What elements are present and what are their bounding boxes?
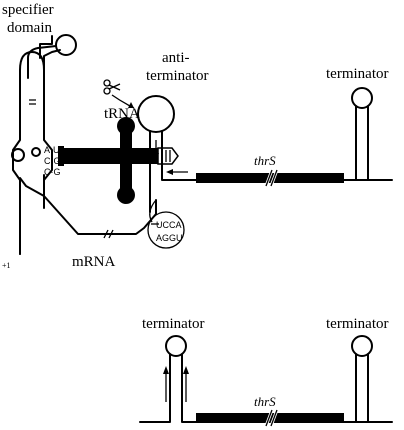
- trna-top-loop: [117, 117, 135, 135]
- terminator-bottom-right-stem: [355, 353, 369, 423]
- codon-pair-3: C·G: [44, 167, 61, 177]
- thrs-label-top: thrS: [254, 153, 276, 168]
- mrna-backbone: [19, 174, 157, 255]
- specifier-bulge-left: [11, 148, 25, 162]
- specifier-domain-label-2: domain: [7, 20, 52, 36]
- ucca-top-label: UCCA: [156, 220, 182, 230]
- terminator-top-stem: [355, 105, 369, 181]
- arrow-icon-left: [166, 169, 173, 175]
- terminator-bottom-right-loop: [351, 335, 373, 357]
- terminator-bottom-left-stem: [139, 353, 393, 423]
- specifier-top-loop: [55, 34, 77, 56]
- antiterminator-label-2: terminator: [146, 68, 208, 84]
- plus-one-label: +1: [2, 261, 11, 270]
- codon-pair-2: C·G: [44, 156, 61, 166]
- terminator-top-loop: [351, 87, 373, 109]
- trna-label: tRNA: [104, 106, 140, 122]
- scissors-icon: [103, 79, 121, 95]
- ucca-callout-circle: [147, 211, 185, 249]
- ucca-callout-arrow: [149, 199, 157, 223]
- trna-anticodon-end: [58, 146, 64, 166]
- trna-vertical-arm: [120, 122, 132, 194]
- terminator-label-bottom-right: terminator: [326, 316, 388, 332]
- ucca-bottom-label: AGGU: [156, 233, 183, 243]
- specifier-domain-side-branch: [43, 49, 61, 71]
- antiterminator-label-1: anti-: [162, 50, 190, 66]
- mrna-label: mRNA: [72, 254, 116, 270]
- thrs-break-bottom: [265, 409, 278, 427]
- terminator-label-bottom-left: terminator: [142, 316, 204, 332]
- antiterminator-loop: [137, 95, 175, 133]
- arrow-icon-up-1: [163, 366, 169, 374]
- specifier-inner-stem: [27, 45, 57, 79]
- specifier-bulge-right: [31, 147, 41, 157]
- mrna-break-mark: [103, 229, 114, 239]
- specifier-bulge-lines: [29, 99, 36, 105]
- scissors-arrow-head-icon: [128, 102, 134, 108]
- thrs-break-top: [265, 169, 278, 187]
- terminator-bottom-left-loop: [165, 335, 187, 357]
- codon-pair-1: A·U: [44, 145, 60, 155]
- trna-horizontal-arm: [62, 148, 172, 164]
- mrna-left-connector: [19, 177, 45, 197]
- specifier-domain-label-1: specifier: [2, 2, 54, 18]
- arrow-icon-down: [153, 153, 159, 160]
- trna-bottom-loop: [117, 186, 135, 204]
- thrs-label-bottom: thrS: [254, 394, 276, 409]
- arrow-icon-up-2: [183, 366, 189, 374]
- specifier-upper-stem: [39, 35, 53, 59]
- terminator-label-top: terminator: [326, 66, 388, 82]
